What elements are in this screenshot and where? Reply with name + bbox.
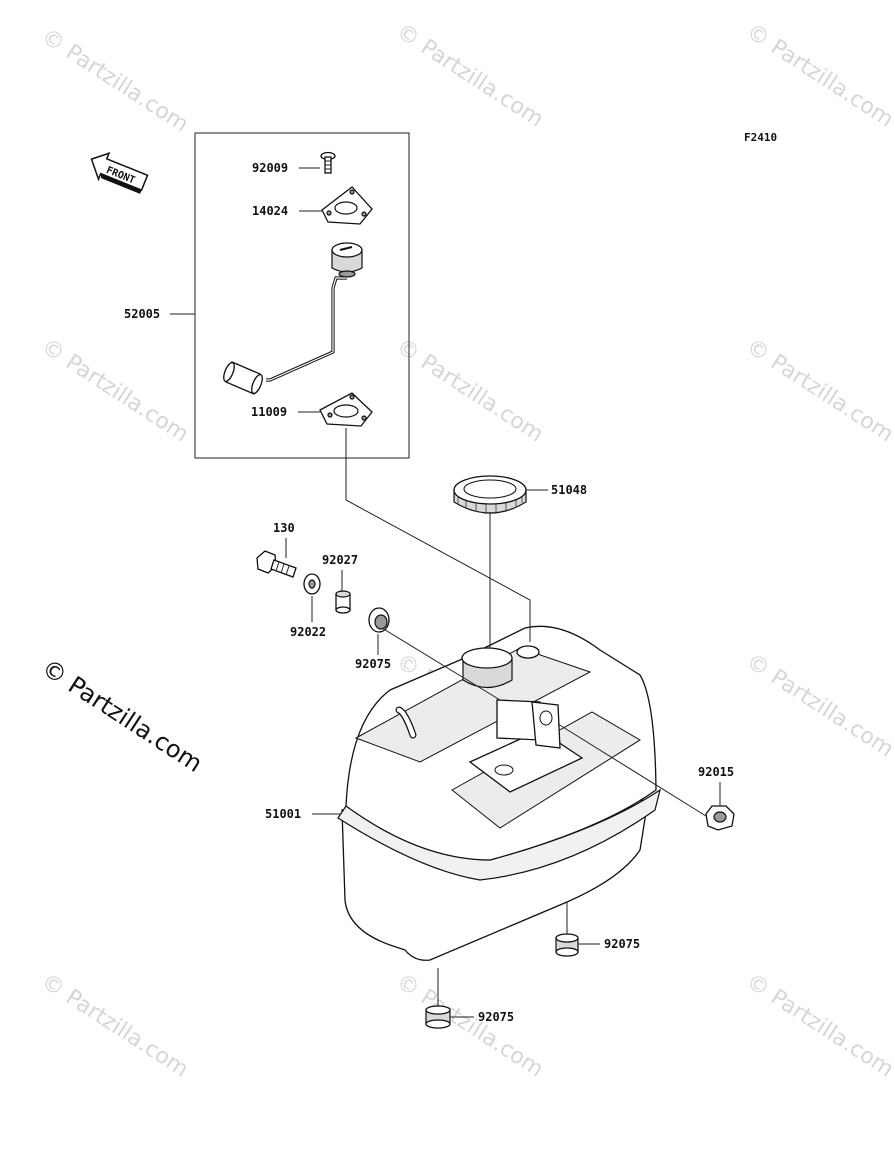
- part-label: 92022: [290, 625, 326, 639]
- part-label: 92027: [322, 553, 358, 567]
- part-label: 52005: [124, 307, 160, 321]
- figure-code: F2410: [744, 131, 777, 144]
- leader-lines: [170, 167, 721, 1018]
- watermark: © Partzilla.com: [392, 334, 548, 447]
- part-label: 92075: [355, 657, 391, 671]
- brand-mark: © Partzilla.com: [37, 654, 208, 778]
- fuel-tank-51001-icon: [337, 625, 661, 961]
- part-label: 11009: [251, 405, 287, 419]
- part-label: 92075: [604, 937, 640, 951]
- part-label: 14024: [252, 204, 288, 218]
- cap-51048-icon: [453, 475, 527, 514]
- nut-92015-icon: [705, 805, 735, 831]
- screw-92009-icon: [320, 151, 336, 174]
- bolt-130-icon: [256, 550, 297, 578]
- watermark: © Partzilla.com: [392, 19, 548, 132]
- watermark: © Partzilla.com: [37, 969, 193, 1082]
- watermark: © Partzilla.com: [37, 334, 193, 447]
- grommet-92075-icon: [368, 607, 390, 633]
- grommet-92075-icon: [555, 933, 579, 957]
- plate-14024-icon: [321, 186, 373, 225]
- gasket-11009-icon: [319, 392, 373, 427]
- part-label: 130: [273, 521, 295, 535]
- watermark: © Partzilla.com: [37, 24, 193, 137]
- watermark: © Partzilla.com: [742, 334, 894, 447]
- part-labels: 92009 14024 52005 11009 51048 130 92027 …: [124, 161, 734, 1024]
- collar-92027-icon: [335, 590, 351, 614]
- part-label: 51001: [265, 807, 301, 821]
- part-label: 92075: [478, 1010, 514, 1024]
- watermark: © Partzilla.com: [392, 969, 548, 1082]
- washer-92022-icon: [303, 573, 321, 595]
- fuel-gauge-52005-icon: [223, 242, 363, 395]
- watermark: © Partzilla.com: [742, 19, 894, 132]
- watermark: © Partzilla.com: [742, 969, 894, 1082]
- grommet-92075-icon: [425, 1005, 451, 1029]
- part-label: 51048: [551, 483, 587, 497]
- watermark: © Partzilla.com: [742, 649, 894, 762]
- front-arrow-icon: FRONT: [90, 152, 149, 194]
- sub-assembly-box: [194, 132, 410, 459]
- part-label: 92015: [698, 765, 734, 779]
- part-label: 92009: [252, 161, 288, 175]
